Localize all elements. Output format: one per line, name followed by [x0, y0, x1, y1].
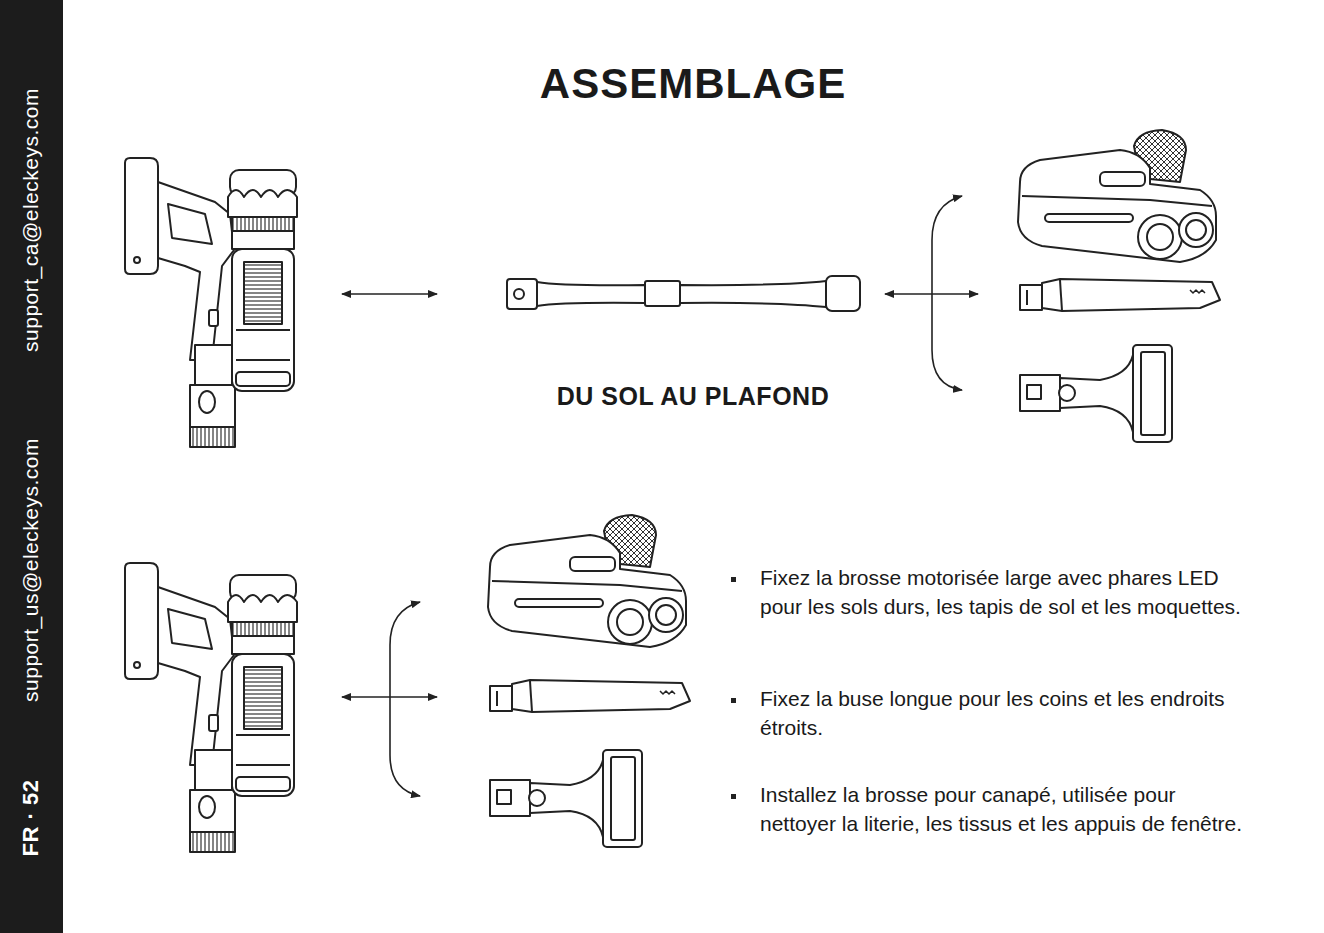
- side-bar: [0, 0, 63, 933]
- drawing-part: [537, 282, 645, 306]
- extension-tube: [507, 276, 860, 311]
- bullet-text: Fixez la buse longue pour les coins et l…: [760, 684, 1250, 742]
- drawing-part: [507, 279, 537, 309]
- crevice-tool: [490, 680, 690, 712]
- drawing-part: [731, 577, 736, 582]
- page-title: ASSEMBLAGE: [540, 60, 846, 108]
- drawing-part: [390, 602, 420, 796]
- drawing-part: [731, 794, 736, 799]
- drawing-part: [932, 196, 962, 390]
- support-email: support_us@eleckeys.com: [19, 438, 43, 702]
- bullet-text: Installez la brosse pour canapé, utilisé…: [760, 780, 1250, 838]
- page-number: FR · 52: [18, 780, 44, 857]
- upholstery-brush: [490, 750, 642, 847]
- drawing-part: [342, 293, 437, 295]
- bullet-markers: [731, 577, 736, 799]
- drawing-part: [680, 281, 826, 307]
- drawing-part: [731, 698, 736, 703]
- motorized-brush: [488, 515, 686, 647]
- bullet-text: Fixez la brosse motorisée large avec pha…: [760, 563, 1250, 621]
- drawing-part: [826, 276, 860, 311]
- subtitle: DU SOL AU PLAFOND: [557, 382, 829, 411]
- crevice-tool: [1020, 279, 1220, 311]
- support-email: support_ca@eleckeys.com: [19, 88, 43, 352]
- drawing-part: [514, 289, 524, 299]
- motorized-brush: [1018, 130, 1216, 262]
- upholstery-brush: [1020, 345, 1172, 442]
- drawing-part: [645, 281, 680, 306]
- vacuum-body: [125, 563, 297, 852]
- vacuum-body: [125, 158, 297, 447]
